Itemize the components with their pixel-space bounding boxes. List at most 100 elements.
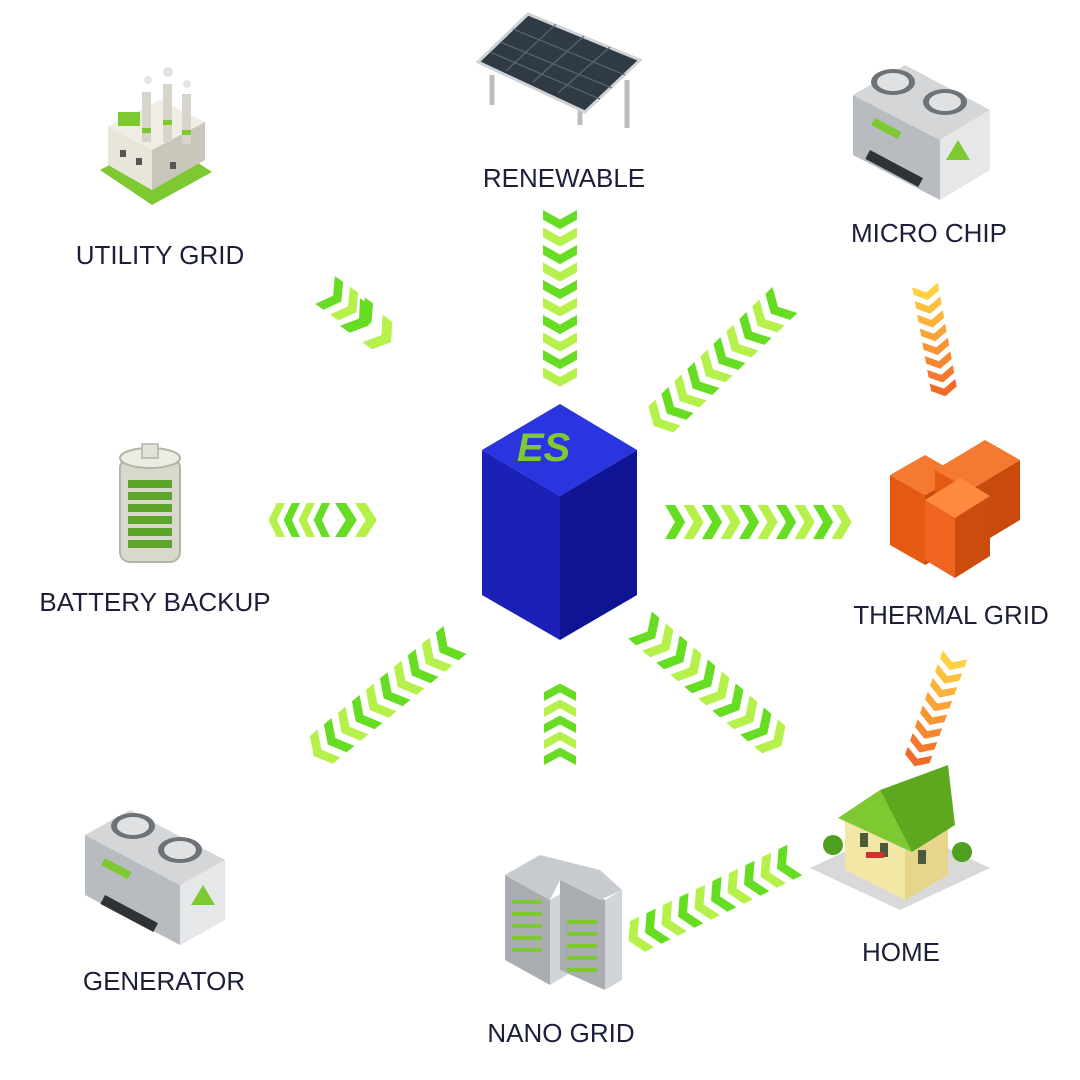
hub-top-face bbox=[482, 404, 637, 496]
flow-chevron bbox=[656, 635, 688, 670]
label-utility-grid: UTILITY GRID bbox=[76, 240, 245, 270]
flow-chevron bbox=[726, 695, 758, 730]
flow-chevron bbox=[268, 503, 285, 537]
hub-front-face bbox=[482, 450, 560, 640]
flow-battery-left bbox=[268, 503, 330, 537]
flow-chevron bbox=[543, 280, 577, 300]
label-home: HOME bbox=[862, 937, 940, 967]
flow-home-to-nanogrid bbox=[628, 844, 803, 952]
flow-chevron bbox=[683, 505, 704, 539]
flow-chevron bbox=[930, 678, 958, 698]
flow-chevron bbox=[929, 378, 957, 397]
flow-chevron bbox=[739, 505, 760, 539]
flow-chevron bbox=[752, 299, 785, 333]
flow-chevron bbox=[727, 868, 753, 904]
flow-chevron bbox=[674, 374, 707, 408]
house-icon bbox=[810, 765, 990, 910]
flow-chevron bbox=[794, 505, 815, 539]
flow-chevron bbox=[543, 350, 577, 370]
flow-chevron bbox=[628, 916, 654, 952]
flow-chevron bbox=[698, 671, 730, 706]
flow-chevron bbox=[337, 706, 369, 741]
flow-chevron bbox=[712, 683, 744, 718]
flow-chevron bbox=[726, 324, 759, 358]
central-hub-cube: ES bbox=[482, 404, 637, 640]
flow-chevron bbox=[543, 262, 577, 282]
flow-chevron bbox=[694, 884, 720, 920]
flow-chevron bbox=[910, 733, 938, 753]
flow-chevron bbox=[642, 623, 674, 658]
flow-chevron bbox=[757, 505, 778, 539]
flow-chevron bbox=[665, 505, 686, 539]
flow-chevron bbox=[313, 503, 330, 537]
flow-chevron bbox=[739, 312, 772, 345]
flow-chevron bbox=[393, 660, 425, 695]
flow-chevron bbox=[927, 365, 955, 383]
flow-chevron bbox=[309, 729, 341, 764]
flow-chevron bbox=[935, 664, 963, 684]
flow-chevron bbox=[355, 503, 377, 537]
flow-chevron bbox=[670, 647, 702, 682]
flow-chevron bbox=[351, 695, 383, 730]
flow-chevron bbox=[813, 505, 834, 539]
flow-chevron bbox=[744, 860, 770, 896]
flow-utility-right bbox=[339, 298, 393, 350]
flow-hub-to-nanogrid bbox=[544, 683, 576, 765]
generator-icon bbox=[85, 810, 225, 945]
flow-chevron bbox=[713, 337, 746, 370]
flow-chevron bbox=[421, 637, 453, 672]
flow-chevron bbox=[543, 332, 577, 352]
flow-chevron bbox=[925, 691, 953, 712]
flow-hub-to-home bbox=[628, 611, 786, 754]
flow-chevron bbox=[645, 908, 671, 944]
flow-chevron bbox=[330, 286, 359, 321]
flow-chevron bbox=[298, 503, 315, 537]
flow-chevron bbox=[684, 659, 716, 694]
flow-microchip-to-thermal bbox=[912, 282, 957, 397]
flow-chevron bbox=[905, 746, 933, 767]
flow-chevron bbox=[740, 707, 772, 742]
flow-arrows bbox=[268, 210, 968, 952]
label-generator: GENERATOR bbox=[83, 966, 245, 996]
flow-chevron bbox=[543, 315, 577, 335]
label-thermal-grid: THERMAL GRID bbox=[853, 600, 1049, 630]
hub-side-face bbox=[560, 450, 637, 640]
flow-chevron bbox=[362, 314, 393, 350]
flow-chevron bbox=[924, 351, 952, 369]
flow-hub-to-thermal bbox=[665, 505, 852, 539]
flow-chevron bbox=[543, 227, 577, 247]
flow-chevron bbox=[544, 715, 576, 733]
flow-chevron bbox=[700, 349, 733, 383]
flow-chevron bbox=[628, 611, 660, 646]
flow-chevron bbox=[339, 298, 370, 333]
label-battery-backup: BATTERY BACKUP bbox=[39, 587, 270, 617]
hub-logo-text: ES bbox=[517, 426, 571, 470]
flow-chevron bbox=[711, 876, 737, 912]
flow-chevron bbox=[543, 367, 577, 387]
flow-chevron bbox=[365, 683, 397, 718]
flow-chevron bbox=[940, 650, 968, 670]
flow-chevron bbox=[379, 672, 411, 707]
es-logo-icon: ES bbox=[517, 426, 571, 470]
flow-chevron bbox=[648, 399, 681, 433]
flow-chevron bbox=[922, 337, 950, 355]
flow-renewable-to-hub bbox=[543, 210, 577, 387]
flow-chevron bbox=[315, 276, 344, 310]
flow-chevron bbox=[435, 626, 467, 661]
flow-chevron bbox=[915, 719, 943, 739]
flow-chevron bbox=[407, 649, 439, 684]
flow-chevron bbox=[335, 503, 357, 537]
flow-chevron bbox=[687, 362, 720, 395]
battery-icon bbox=[119, 443, 181, 563]
flow-chevron bbox=[912, 282, 940, 300]
flow-chevron bbox=[777, 844, 803, 880]
thermal-blocks-icon bbox=[890, 440, 1020, 578]
flow-thermal-to-home bbox=[905, 650, 968, 767]
label-nano-grid: NANO GRID bbox=[487, 1018, 634, 1048]
flow-chevron bbox=[544, 683, 576, 701]
flow-chevron bbox=[544, 731, 576, 749]
flow-chevron bbox=[544, 699, 576, 717]
flow-chevron bbox=[776, 505, 797, 539]
flow-hub-to-microchip bbox=[648, 287, 798, 433]
label-micro-chip: MICRO CHIP bbox=[851, 218, 1007, 248]
